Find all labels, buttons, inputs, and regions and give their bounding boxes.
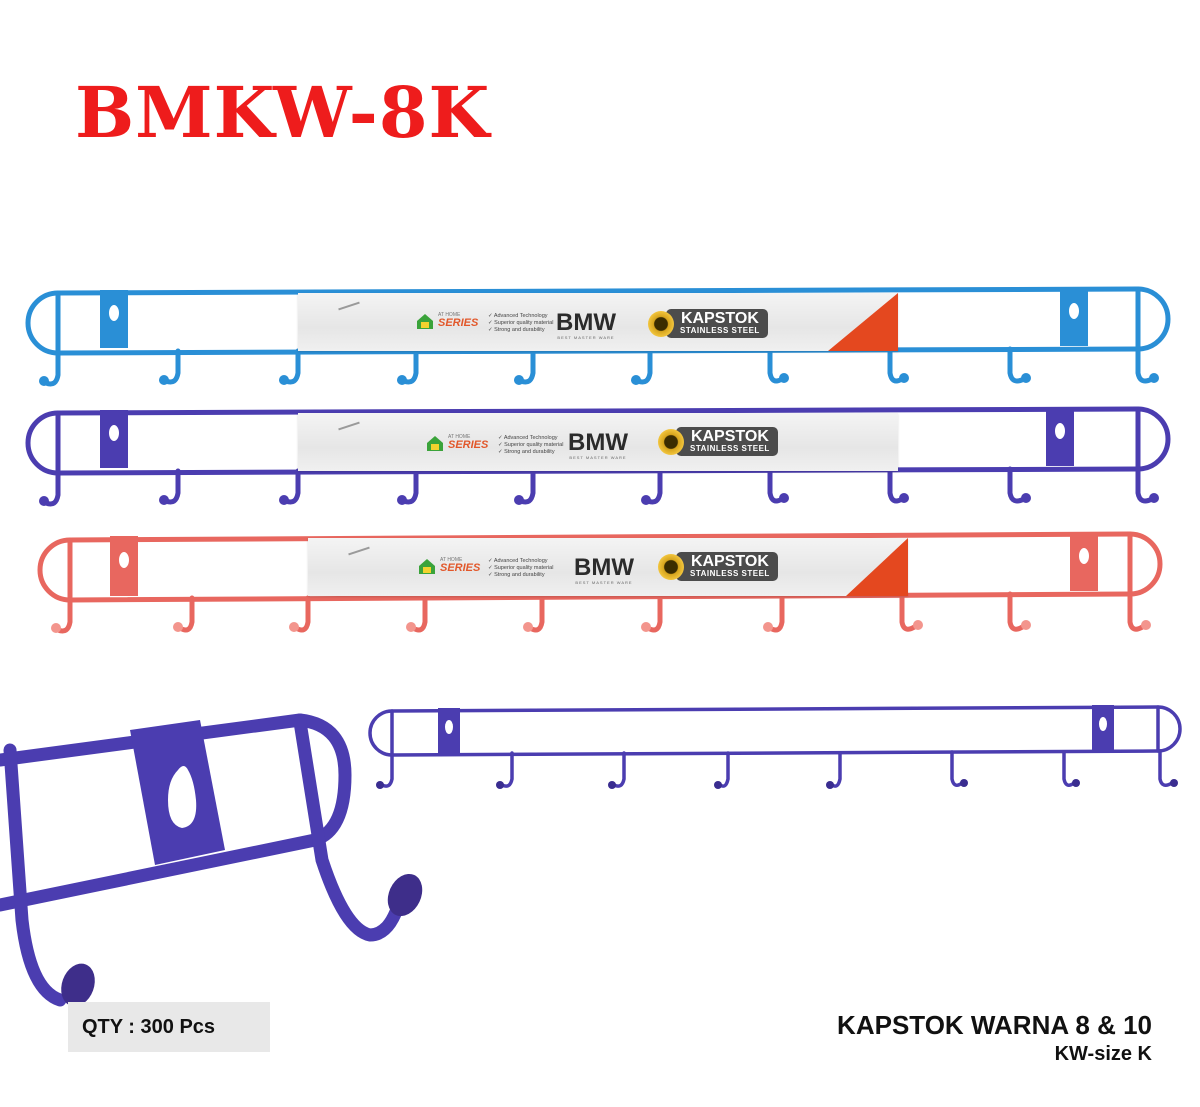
kapstok-badge: KAPSTOK STAINLESS STEEL <box>658 427 778 456</box>
product-title: BMKW-8K <box>75 71 491 154</box>
label-red-corner <box>846 538 908 596</box>
rack-closeup-detail <box>0 700 440 1010</box>
rack-blue-shape <box>25 286 1171 387</box>
series-logo: AT HOME SERIES <box>416 313 478 329</box>
rack-purple-8-shape <box>368 705 1182 789</box>
product-name-block: KAPSTOK WARNA 8 & 10 KW-size K <box>837 1010 1152 1068</box>
quality-seal-icon <box>658 428 684 455</box>
house-icon <box>416 313 434 329</box>
quality-seal-icon <box>658 553 684 580</box>
house-icon <box>418 558 436 574</box>
rack-red-10-hook: AT HOME SERIES ✓ Advanced Technology ✓ S… <box>30 530 1190 640</box>
rack-purple-10-hook: AT HOME SERIES ✓ Advanced Technology ✓ S… <box>18 405 1188 515</box>
bmw-brand-logo: BMW BEST MASTER WARE <box>568 429 628 461</box>
rack-purple-shape <box>25 406 1171 507</box>
feature-list: ✓ Advanced Technology ✓ Superior quality… <box>488 313 554 333</box>
rack-closeup-shape <box>0 713 423 1007</box>
bmw-brand-logo: BMW BEST MASTER WARE <box>556 309 616 341</box>
rack-red-shape <box>37 531 1163 634</box>
quantity-label: QTY : 300 Pcs <box>68 1002 270 1052</box>
product-label-strip: AT HOME SERIES ✓ Advanced Technology ✓ S… <box>308 538 908 596</box>
quality-seal-icon <box>648 310 674 337</box>
product-size: KW-size K <box>1054 1043 1152 1065</box>
kapstok-badge: KAPSTOK STAINLESS STEEL <box>658 552 778 581</box>
product-label-strip: AT HOME SERIES ✓ Advanced Technology ✓ S… <box>298 413 898 471</box>
kapstok-badge: KAPSTOK STAINLESS STEEL <box>648 309 768 338</box>
rack-blue-10-hook: AT HOME SERIES ✓ Advanced Technology ✓ S… <box>18 285 1188 395</box>
house-icon <box>426 435 444 451</box>
product-label-strip: AT HOME SERIES ✓ Advanced Technology ✓ S… <box>298 293 898 351</box>
bmw-brand-logo: BMW BEST MASTER WARE <box>574 554 634 586</box>
feature-list: ✓ Advanced Technology ✓ Superior quality… <box>488 558 554 578</box>
product-name: KAPSTOK WARNA 8 & 10 <box>837 1010 1152 1040</box>
feature-list: ✓ Advanced Technology ✓ Superior quality… <box>498 435 564 455</box>
label-red-corner <box>828 293 898 351</box>
rack-purple-8-hook <box>368 705 1188 795</box>
series-logo: AT HOME SERIES <box>426 435 488 451</box>
series-logo: AT HOME SERIES <box>418 558 480 574</box>
